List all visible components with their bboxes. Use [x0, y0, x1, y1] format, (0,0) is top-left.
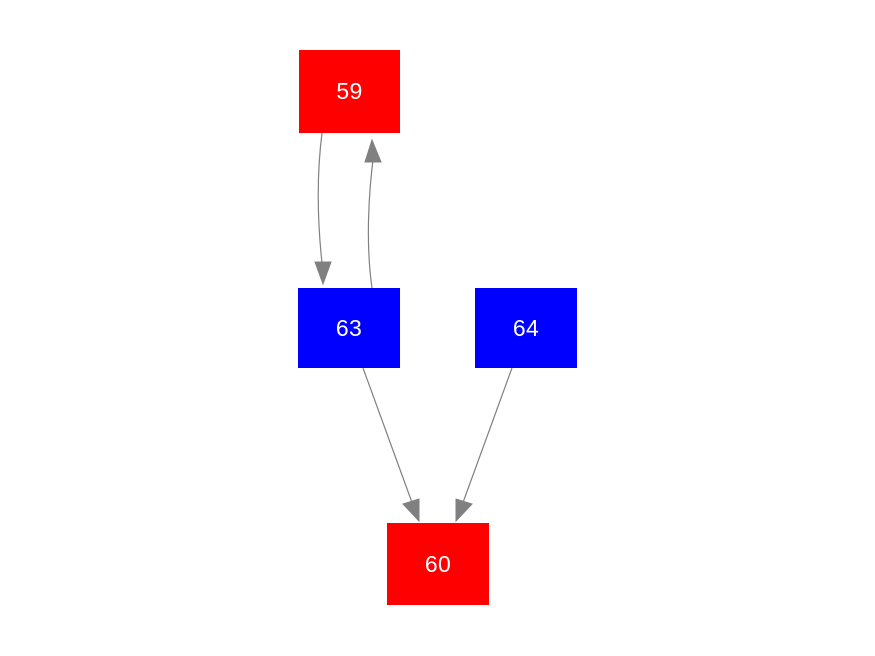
graph-node-64-label: 64: [512, 314, 540, 341]
edge-64-60-line: [460, 367, 513, 509]
edge-64-60[interactable]: [455, 367, 513, 523]
edge-64-60-arrowhead: [455, 498, 473, 523]
edge-59-63-line: [317, 132, 324, 273]
edge-63-59-line: [367, 151, 375, 289]
edge-63-59[interactable]: [364, 138, 382, 289]
edge-63-60-arrowhead: [402, 498, 420, 523]
edge-59-63[interactable]: [314, 132, 332, 286]
edge-59-63-arrowhead: [314, 261, 332, 286]
edge-63-60-line: [362, 367, 415, 509]
graph-node-60[interactable]: 60: [387, 523, 489, 605]
graph-node-64[interactable]: 64: [475, 288, 577, 368]
graph-node-63-label: 63: [335, 314, 363, 341]
graph-node-63[interactable]: 63: [298, 288, 400, 368]
edge-63-60[interactable]: [362, 367, 420, 523]
graph-node-59-label: 59: [336, 78, 363, 104]
graph-node-59[interactable]: 59: [299, 50, 400, 133]
graph-node-60-label: 60: [424, 550, 452, 577]
edge-63-59-arrowhead: [364, 138, 382, 163]
